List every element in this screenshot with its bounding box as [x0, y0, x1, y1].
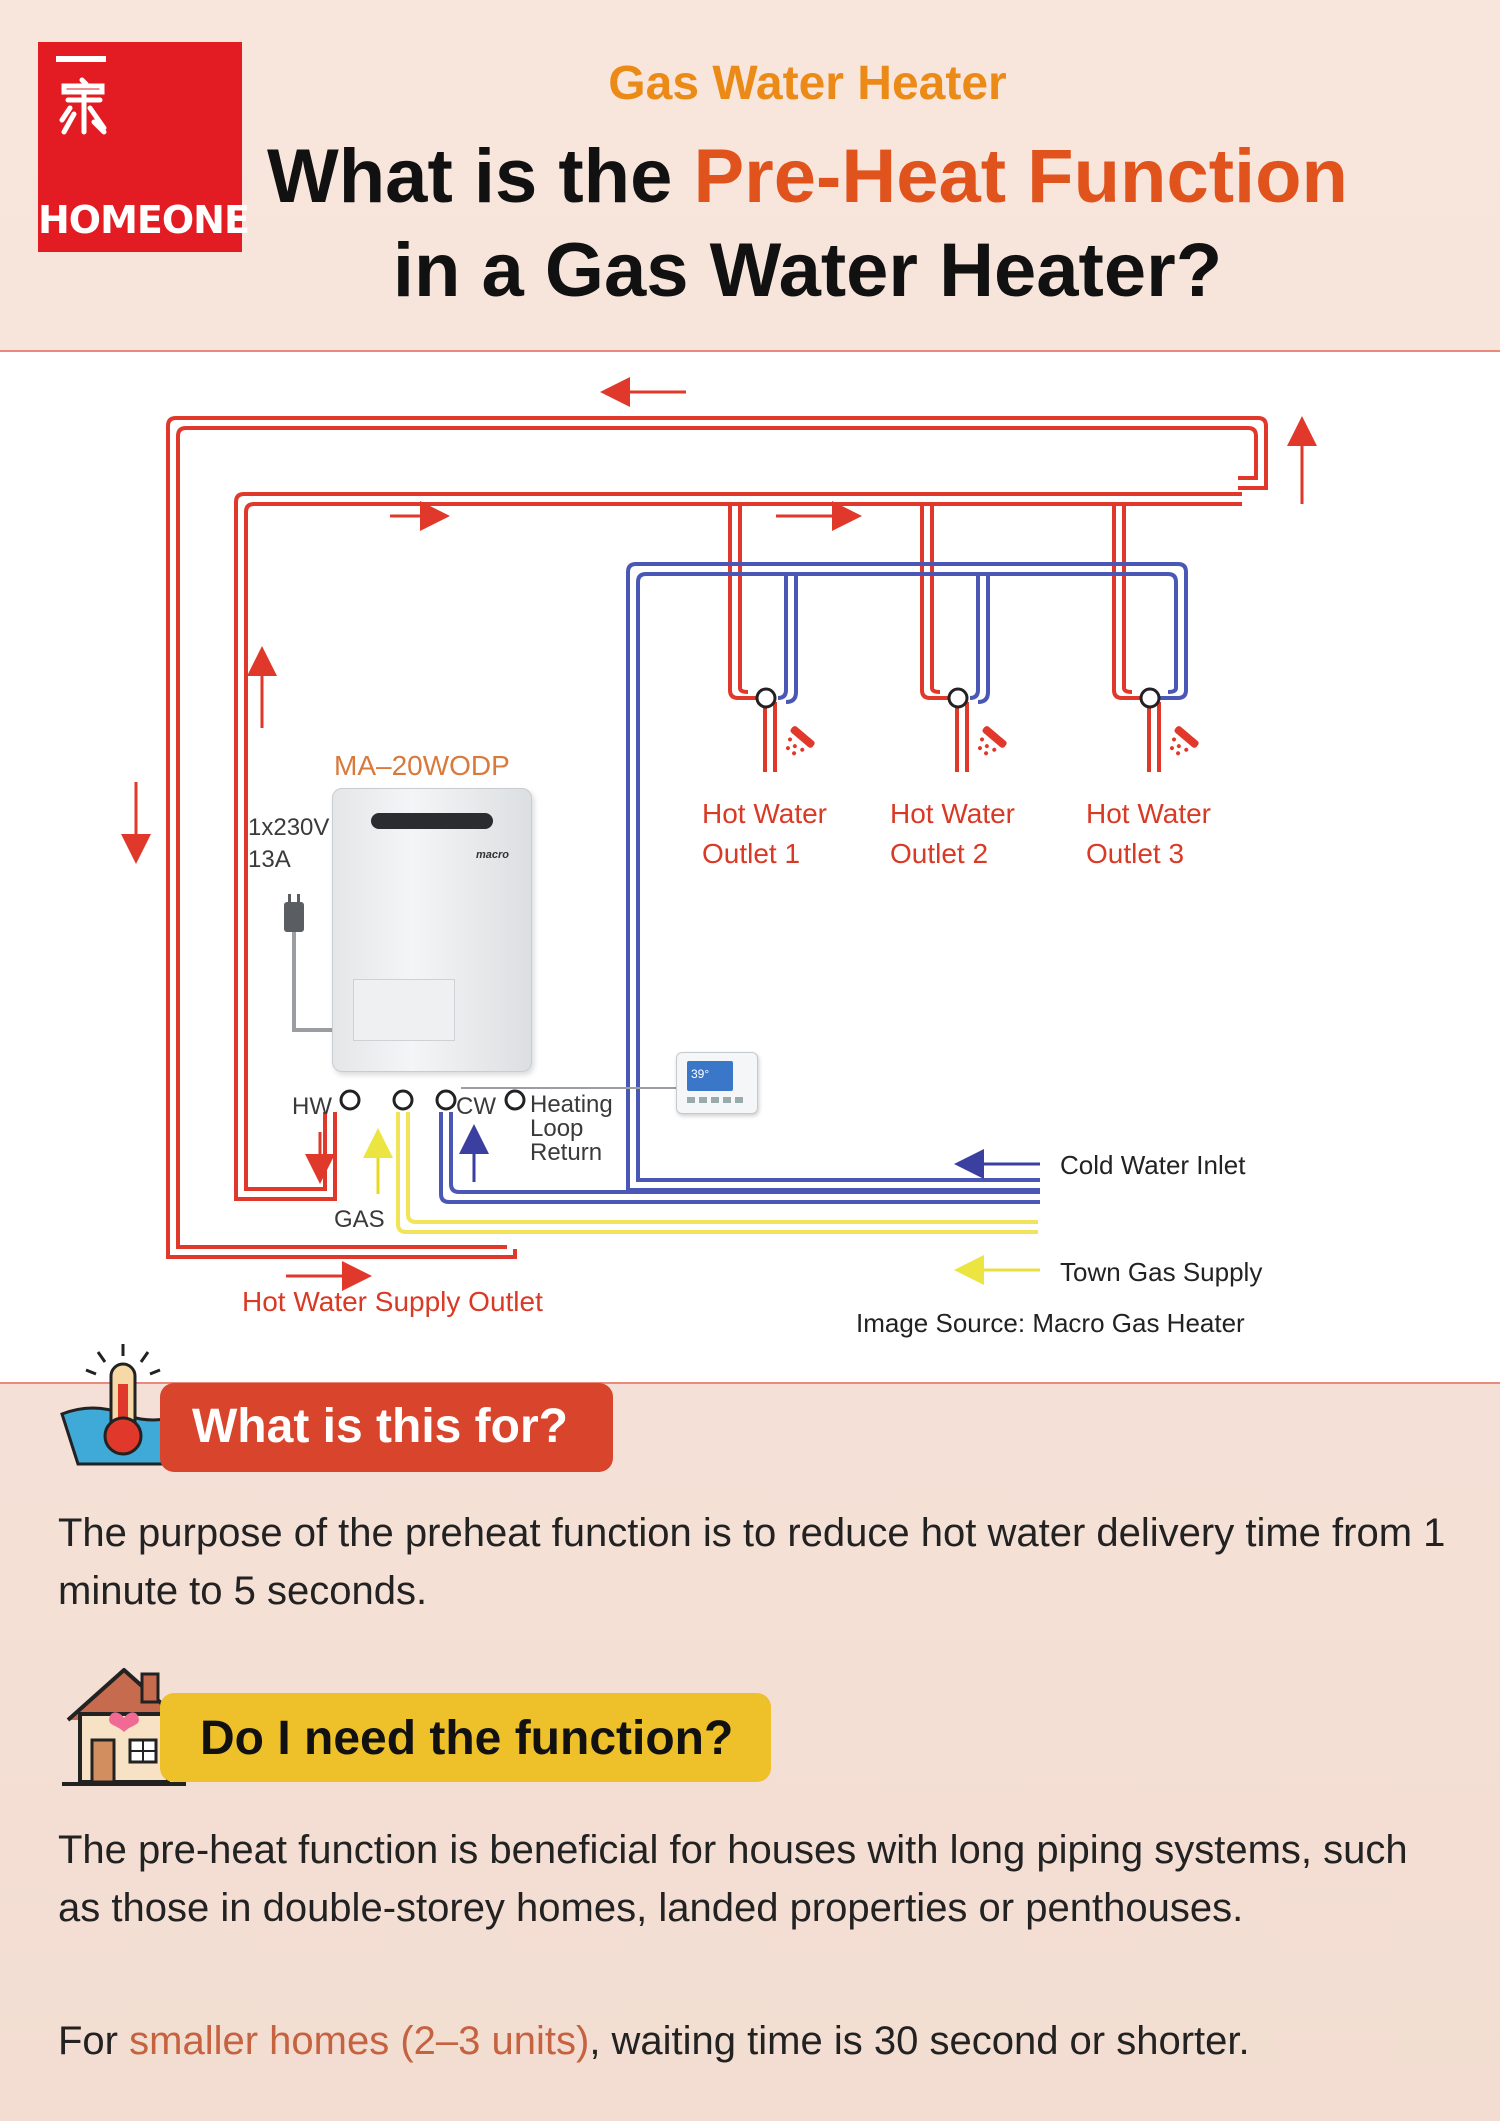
water-heater: macro	[332, 788, 532, 1072]
water-heater-thermometer-icon	[60, 1344, 187, 1466]
outlet-2-line2: Outlet 2	[890, 838, 989, 869]
power-line2: 13A	[248, 846, 291, 873]
section1-heading-pill: What is this for?	[160, 1383, 613, 1472]
gas-line	[396, 1112, 1038, 1234]
house-heart-icon	[62, 1668, 186, 1786]
header-kicker: Gas Water Heater	[608, 57, 1007, 110]
outlet-2-line1: Hot Water	[890, 798, 1015, 829]
controller-icon: 39°	[676, 1052, 758, 1114]
section2-heading: Do I need the function?	[200, 1712, 734, 1765]
body2-highlight: smaller homes (2–3 units)	[129, 2019, 590, 2063]
plug-icon	[284, 894, 304, 932]
controller-buttons	[687, 1097, 747, 1103]
power-line1: 1x230V	[248, 814, 330, 841]
heater-label-plate	[353, 979, 455, 1041]
outlet-1-line2: Outlet 1	[702, 838, 801, 869]
piping-diagram	[121, 377, 1317, 1291]
controller-reading: 39°	[691, 1067, 710, 1081]
section2-body2: For smaller homes (2–3 units), waiting t…	[58, 2012, 1458, 2070]
cold-water-inlet-label: Cold Water Inlet	[1060, 1150, 1246, 1180]
title-prefix: What is the	[267, 134, 694, 219]
flow-arrows	[121, 377, 1317, 1291]
section1-heading: What is this for?	[192, 1400, 568, 1453]
outlet-1-label: Hot Water Outlet 1	[702, 794, 827, 874]
homeone-logo: HOMEONE	[38, 42, 250, 252]
shower-head-icon	[785, 726, 1199, 756]
logo-glyph-icon	[56, 56, 107, 135]
image-source: Image Source: Macro Gas Heater	[856, 1308, 1245, 1338]
body2-prefix: For	[58, 2019, 130, 2063]
power-label: 1x230V 13A	[248, 812, 329, 876]
heater-body: macro	[332, 788, 532, 1072]
outlet-2-label: Hot Water Outlet 2	[890, 794, 1015, 874]
outlet-1-line1: Hot Water	[702, 798, 827, 829]
outlet-3-line1: Hot Water	[1086, 798, 1211, 829]
model-label: MA–20WODP	[334, 750, 510, 781]
hot-supply-line	[234, 492, 1242, 1201]
cw-port-label: CW	[456, 1093, 496, 1120]
outlet-3-line2: Outlet 3	[1086, 838, 1185, 869]
header: HOMEONE Gas Water Heater What is the Pre…	[0, 0, 1500, 350]
power-cord	[292, 932, 332, 1032]
heater-ports	[339, 1089, 526, 1111]
loop-line2: Loop	[530, 1115, 584, 1142]
heater-vent	[371, 813, 493, 829]
heater-brand-mark: macro	[475, 849, 509, 861]
hot-water-supply-outlet-label: Hot Water Supply Outlet	[242, 1286, 543, 1317]
hot-drops	[728, 504, 1161, 772]
gas-label: GAS	[334, 1206, 385, 1233]
loop-line3: Return	[530, 1139, 603, 1166]
controller-screen: 39°	[687, 1061, 733, 1091]
diagram-panel	[0, 350, 1500, 1384]
body2-suffix: , waiting time is 30 second or shorter.	[589, 2019, 1250, 2063]
outlet-valves	[755, 687, 1161, 709]
outlet-3-label: Hot Water Outlet 3	[1086, 794, 1211, 874]
logo-text: HOMEONE	[38, 198, 250, 242]
controller-wire	[461, 1087, 676, 1089]
cold-water-lines	[439, 562, 1188, 1204]
title-line2: in a Gas Water Heater?	[392, 228, 1223, 313]
hot-return-loop	[166, 416, 1268, 1259]
heating-loop-return-label: Heating Loop Return	[530, 1093, 613, 1165]
town-gas-supply-label: Town Gas Supply	[1060, 1257, 1263, 1287]
section1-body: The purpose of the preheat function is t…	[58, 1511, 1446, 1613]
section2-body: The pre-heat function is beneficial for …	[58, 1828, 1408, 1930]
section2-heading-pill: Do I need the function?	[160, 1693, 771, 1782]
title-accent: Pre-Heat Function	[693, 134, 1348, 219]
loop-line1: Heating	[530, 1091, 613, 1118]
hw-port-label: HW	[292, 1093, 332, 1120]
page-title: What is the Pre-Heat Function in a Gas W…	[0, 130, 1500, 318]
